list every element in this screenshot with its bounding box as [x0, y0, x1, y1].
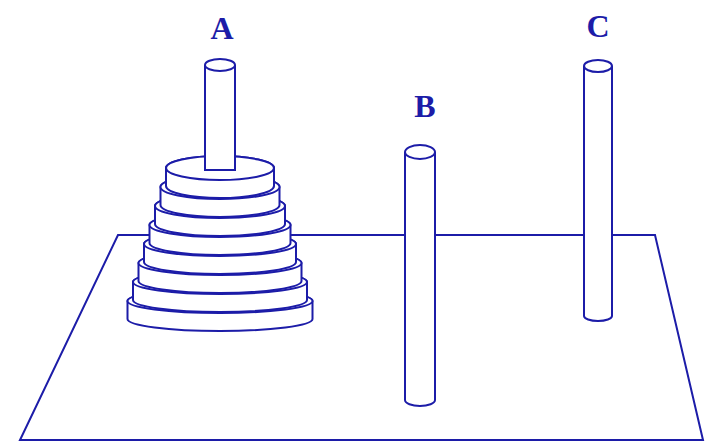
peg-label: C — [586, 10, 609, 42]
peg-a — [205, 65, 235, 170]
peg-a-top — [205, 59, 235, 71]
peg-b-top — [405, 145, 435, 159]
peg-c-top — [584, 60, 612, 72]
peg-c — [584, 66, 612, 321]
peg-label: A — [210, 12, 233, 44]
disk-stack — [128, 156, 313, 331]
peg-label: B — [414, 90, 435, 122]
peg-b — [405, 152, 435, 406]
